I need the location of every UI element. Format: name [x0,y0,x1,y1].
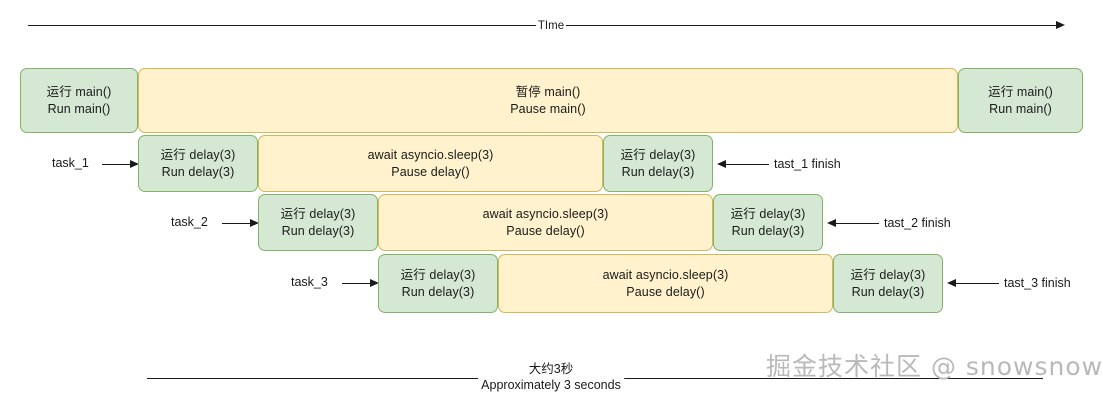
block-line-1: 运行 delay(3) [160,147,236,162]
block-task-3-run-start: 运行 delay(3) Run delay(3) [378,254,498,313]
task-2-finish-connector-line [835,223,879,224]
block-line-1: await asyncio.sleep(3) [602,267,729,282]
block-line-2: Run delay(3) [731,223,805,238]
block-line-1: 运行 delay(3) [620,147,696,162]
block-main-pause: 暂停 main() Pause main() [138,68,958,133]
block-line-1: 运行 delay(3) [280,206,356,221]
time-axis-arrowhead [1056,21,1065,29]
task-3-finish-connector-line [955,283,999,284]
duration-caption-line-1: 大约3秒 [525,362,577,376]
task-2-connector-arrowhead [250,219,259,227]
task-2-label: task_2 [171,215,208,229]
duration-caption-line-2: Approximately 3 seconds [478,378,624,392]
block-task-1-run-end: 运行 delay(3) Run delay(3) [603,135,713,192]
task-1-connector-line [102,164,132,165]
block-line-2: Pause delay() [626,284,705,299]
block-task-1-pause: await asyncio.sleep(3) Pause delay() [258,135,603,192]
task-2-connector-line [222,223,252,224]
task-1-finish-arrowhead [717,160,726,168]
block-task-2-run-end: 运行 delay(3) Run delay(3) [713,194,823,251]
task-3-connector-arrowhead [370,279,379,287]
block-task-3-run-end: 运行 delay(3) Run delay(3) [833,254,943,313]
block-line-2: Run delay(3) [621,164,695,179]
time-axis-label: TIme [535,20,567,32]
task-2-finish-label: tast_2 finish [884,216,951,230]
block-line-1: await asyncio.sleep(3) [367,147,494,162]
block-line-1: 运行 delay(3) [850,267,926,282]
block-line-1: 运行 delay(3) [400,267,476,282]
task-2-finish-arrowhead [827,219,836,227]
block-line-2: Run main() [989,101,1052,116]
task-1-finish-connector-line [725,164,769,165]
block-line-1: 运行 main() [46,84,112,99]
task-3-label: task_3 [291,275,328,289]
block-line-1: await asyncio.sleep(3) [482,206,609,221]
block-line-2: Run delay(3) [281,223,355,238]
block-line-2: Pause delay() [506,223,585,238]
block-task-1-run-start: 运行 delay(3) Run delay(3) [138,135,258,192]
block-main-run-start: 运行 main() Run main() [20,68,138,133]
block-line-2: Run delay(3) [851,284,925,299]
duration-caption: 大约3秒 Approximately 3 seconds [478,361,624,393]
block-main-run-end: 运行 main() Run main() [958,68,1083,133]
task-3-finish-label: tast_3 finish [1004,276,1071,290]
block-line-1: 运行 main() [988,84,1053,99]
block-line-1: 运行 delay(3) [730,206,806,221]
task-3-connector-line [342,283,372,284]
block-line-2: Run main() [47,101,111,116]
block-task-3-pause: await asyncio.sleep(3) Pause delay() [498,254,833,313]
block-line-2: Run delay(3) [161,164,235,179]
task-1-finish-label: tast_1 finish [774,157,841,171]
block-task-2-run-start: 运行 delay(3) Run delay(3) [258,194,378,251]
task-1-connector-arrowhead [130,160,139,168]
watermark: 掘金技术社区 @ snowsnow [766,352,1103,381]
block-line-2: Run delay(3) [401,284,475,299]
task-3-finish-arrowhead [947,279,956,287]
block-line-2: Pause main() [510,101,586,116]
task-1-label: task_1 [52,156,89,170]
block-task-2-pause: await asyncio.sleep(3) Pause delay() [378,194,713,251]
block-line-2: Pause delay() [391,164,470,179]
block-line-1: 暂停 main() [515,84,581,99]
